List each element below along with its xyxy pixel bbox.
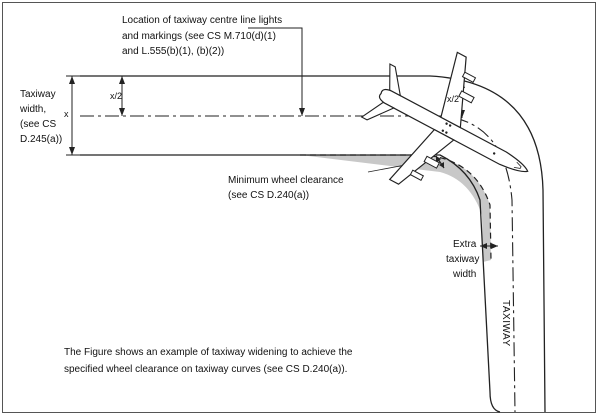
taxiway-bottom-end [489, 391, 501, 413]
extra-width-label-2: taxiway [446, 254, 480, 265]
figure-frame [2, 2, 596, 413]
location-label-1: Location of taxiway centre line lights [122, 15, 283, 26]
taxiway-vertical-label: TAXIWAY [500, 300, 511, 347]
aircraft-icon [360, 51, 529, 185]
location-leader-arrow [299, 108, 305, 116]
width-dim-arrow-bottom [69, 147, 75, 155]
width-x-label: x [64, 109, 69, 119]
taxiway-inner-edge [80, 154, 491, 393]
extra-width-label-3: width [453, 269, 477, 280]
half-dim-left-arrow-bottom [119, 108, 125, 116]
clearance-arrow-b [439, 162, 444, 168]
extra-width-label-1: Extra [453, 239, 477, 250]
taxiway-width-label-4: D.245(a)) [20, 134, 63, 145]
extra-arrow-right [491, 243, 498, 249]
caption-line-2: specified wheel clearance on taxiway cur… [64, 364, 348, 375]
location-label-2: and markings (see CS M.710(d)(1) [122, 31, 276, 42]
half-width-right-label: x/2 [447, 94, 460, 104]
caption-line-1: The Figure shows an example of taxiway w… [64, 347, 353, 358]
half-width-left-label: x/2 [110, 91, 123, 101]
half-dim-left-arrow-top [119, 76, 125, 84]
width-dim-arrow-top [69, 76, 75, 84]
min-wheel-label-2: (see CS D.240(a)) [228, 190, 310, 201]
location-label-3: and L.555(b)(1), (b)(2)) [122, 46, 225, 57]
taxiway-width-label-1: Taxiway [20, 89, 56, 100]
taxiway-outer-edge [80, 75, 546, 413]
location-leader-line [248, 27, 303, 116]
extra-arrow-left [480, 243, 487, 249]
taxiway-width-label-2: width, [20, 104, 47, 115]
min-wheel-label-1: Minimum wheel clearance [228, 175, 344, 186]
taxiway-width-label-3: (see CS [20, 119, 57, 130]
